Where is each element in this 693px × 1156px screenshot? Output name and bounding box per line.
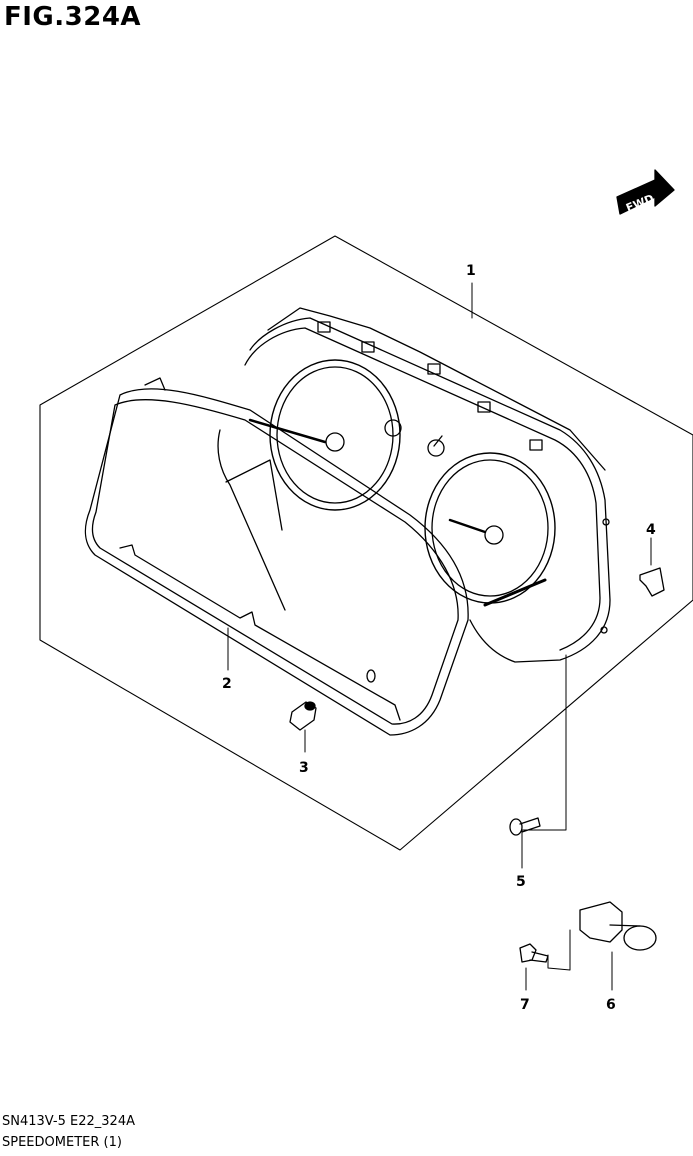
callout-7: 7 (520, 997, 530, 1013)
sensor-icon (579, 901, 657, 951)
speedometer-dial (424, 452, 556, 604)
callout-4: 4 (646, 522, 656, 538)
callout-2: 2 (222, 676, 232, 692)
fwd-arrow-icon: FWD (616, 169, 675, 215)
figure-title: FIG.324A (4, 2, 142, 32)
footer-name: SPEEDOMETER (1) (2, 1135, 122, 1150)
callout-1: 1 (466, 263, 476, 279)
leader-lines (227, 282, 652, 991)
screw-icon (509, 817, 541, 836)
callout-6: 6 (606, 997, 616, 1013)
footer-code: SN413V-5 E22_324A (2, 1114, 135, 1129)
callout-3: 3 (299, 760, 309, 776)
tachometer-dial (269, 359, 401, 511)
bulb-socket-icon (289, 701, 317, 731)
meter-assembly (244, 307, 611, 663)
callout-5: 5 (516, 874, 526, 890)
meter-glass (84, 377, 469, 736)
bolt-icon (519, 943, 549, 963)
clip-icon (639, 567, 665, 597)
assembly-boundary (39, 235, 693, 851)
